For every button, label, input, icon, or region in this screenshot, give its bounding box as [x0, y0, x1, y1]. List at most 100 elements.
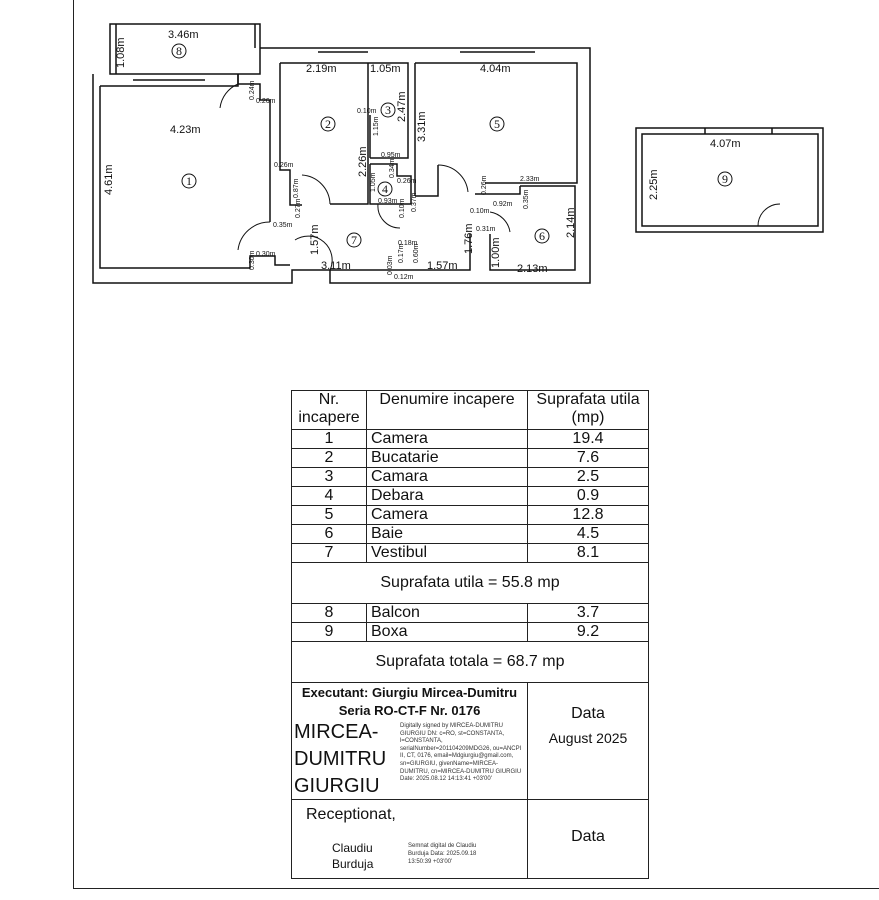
receiver-digital-signature: Semnat digital de Claudiu Burduja Data: … — [408, 843, 477, 865]
dim-label: 0.30m — [256, 251, 276, 258]
dim-label: 2.33m — [520, 176, 540, 183]
floor-plan: 3.46m 1.08m 2.19m 1.05m 4.04m 4.23m 4.61… — [92, 23, 824, 284]
dim-label: 0.26m — [274, 162, 294, 169]
dim-label: 0.10m — [399, 198, 406, 218]
room-area: 12.8 — [527, 505, 649, 525]
walls — [92, 23, 591, 284]
dim-label: 0.30m — [249, 250, 256, 270]
room-number: 4 — [382, 182, 388, 196]
room-name: Balcon — [366, 603, 528, 623]
room-numbers — [171, 43, 733, 248]
doors — [219, 83, 511, 271]
dim-label: 0.18m — [398, 240, 418, 247]
dim-label: 4.04m — [480, 63, 511, 75]
dim-label: 1.08m — [115, 37, 127, 68]
room-nr: 4 — [291, 486, 367, 506]
dim-label: 0.27m — [295, 198, 302, 218]
room-number: 8 — [176, 44, 182, 58]
rooms-table: Nr. incapere Denumire incapere Suprafata… — [291, 390, 649, 879]
dim-label: 0.12m — [394, 274, 414, 281]
room-name: Camera — [366, 429, 528, 449]
dim-label: 3.31m — [416, 111, 428, 142]
dim-label: 1.57m — [309, 224, 321, 255]
name-line: Burduja — [332, 857, 374, 871]
dim-label: 4.07m — [710, 138, 741, 150]
page-border — [73, 0, 74, 888]
dim-label: 0.10m — [357, 108, 377, 115]
room-area: 2.5 — [527, 467, 649, 487]
dim-label: 0.34m — [389, 158, 396, 178]
room-nr: 9 — [291, 622, 367, 642]
dim-label: 2.19m — [306, 63, 337, 75]
dim-label: 0.10m — [470, 208, 490, 215]
table-header: Nr. incapere Denumire incapere Suprafata… — [291, 390, 649, 430]
room-number: 9 — [722, 172, 728, 186]
room-area: 3.7 — [527, 603, 649, 623]
dim-label: 0.92m — [493, 201, 513, 208]
dim-label: 2.26m — [357, 146, 369, 177]
date-value: August 2025 — [548, 730, 628, 746]
name-line: MIRCEA- — [294, 721, 379, 743]
executant-series: Seria RO-CT-F Nr. 0176 — [338, 703, 481, 718]
room-number: 2 — [325, 117, 331, 131]
room-area: 0.9 — [527, 486, 649, 506]
room-number: 7 — [351, 233, 357, 247]
dim-label: 1.76m — [463, 223, 475, 254]
room-area: 19.4 — [527, 429, 649, 449]
dim-label: 2.25m — [648, 169, 660, 200]
name-line: GIURGIU — [294, 775, 380, 797]
room-name: Debara — [366, 486, 528, 506]
room-number: 6 — [539, 229, 545, 243]
receiver-name: Claudiu Burduja — [332, 840, 373, 872]
dim-label: 0.87m — [293, 178, 300, 198]
room-name: Bucatarie — [366, 448, 528, 468]
dim-label: 0.31m — [476, 226, 496, 233]
digital-signature-text: Digitally signed by MIRCEA-DUMITRU GIURG… — [400, 723, 522, 783]
received-label: Receptionat, — [306, 806, 396, 823]
page-border — [73, 888, 879, 889]
dimension-labels: 3.46m 1.08m 2.19m 1.05m 4.04m 4.23m 4.61… — [103, 29, 741, 281]
date-label: Data — [571, 828, 605, 845]
room-number: 3 — [385, 103, 391, 117]
dim-label: 2.47m — [396, 91, 408, 122]
dim-label: 0.95m — [381, 152, 401, 159]
room-nr: 7 — [291, 543, 367, 563]
room-name: Vestibul — [366, 543, 528, 563]
dim-label: 0.35m — [273, 222, 293, 229]
header-name: Denumire incapere — [366, 390, 528, 430]
room-nr: 3 — [291, 467, 367, 487]
date-label: Data — [571, 705, 605, 722]
dim-label: 2.13m — [517, 263, 548, 275]
received-row: Receptionat, Claudiu Burduja Semnat digi… — [291, 799, 649, 879]
dim-label: 1.15m — [373, 116, 380, 136]
signature-name: MIRCEA- DUMITRU GIURGIU — [294, 719, 386, 800]
room-area: 9.2 — [527, 622, 649, 642]
room-number: 1 — [186, 174, 192, 188]
room-nr: 2 — [291, 448, 367, 468]
grand-total: Suprafata totala = 68.7 mp — [291, 641, 649, 683]
room-area: 7.6 — [527, 448, 649, 468]
executant-row: Executant: Giurgiu Mircea-Dumitru Seria … — [291, 682, 649, 800]
dim-label: 0.24m — [249, 80, 256, 100]
dim-label: 0.26m — [256, 98, 276, 105]
dim-label: 0.93m — [378, 198, 398, 205]
room-name: Camera — [366, 505, 528, 525]
dim-label: 0.26m — [397, 178, 417, 185]
dim-label: 1.00m — [490, 237, 502, 268]
dim-label: 1.05m — [370, 63, 401, 75]
dim-label: 0.26m — [481, 175, 488, 195]
room-nr: 8 — [291, 603, 367, 623]
dim-label: 2.14m — [565, 207, 577, 238]
room-name: Camara — [366, 467, 528, 487]
dim-label: 4.61m — [103, 164, 115, 195]
room-area: 8.1 — [527, 543, 649, 563]
room-name: Boxa — [366, 622, 528, 642]
room-area: 4.5 — [527, 524, 649, 544]
